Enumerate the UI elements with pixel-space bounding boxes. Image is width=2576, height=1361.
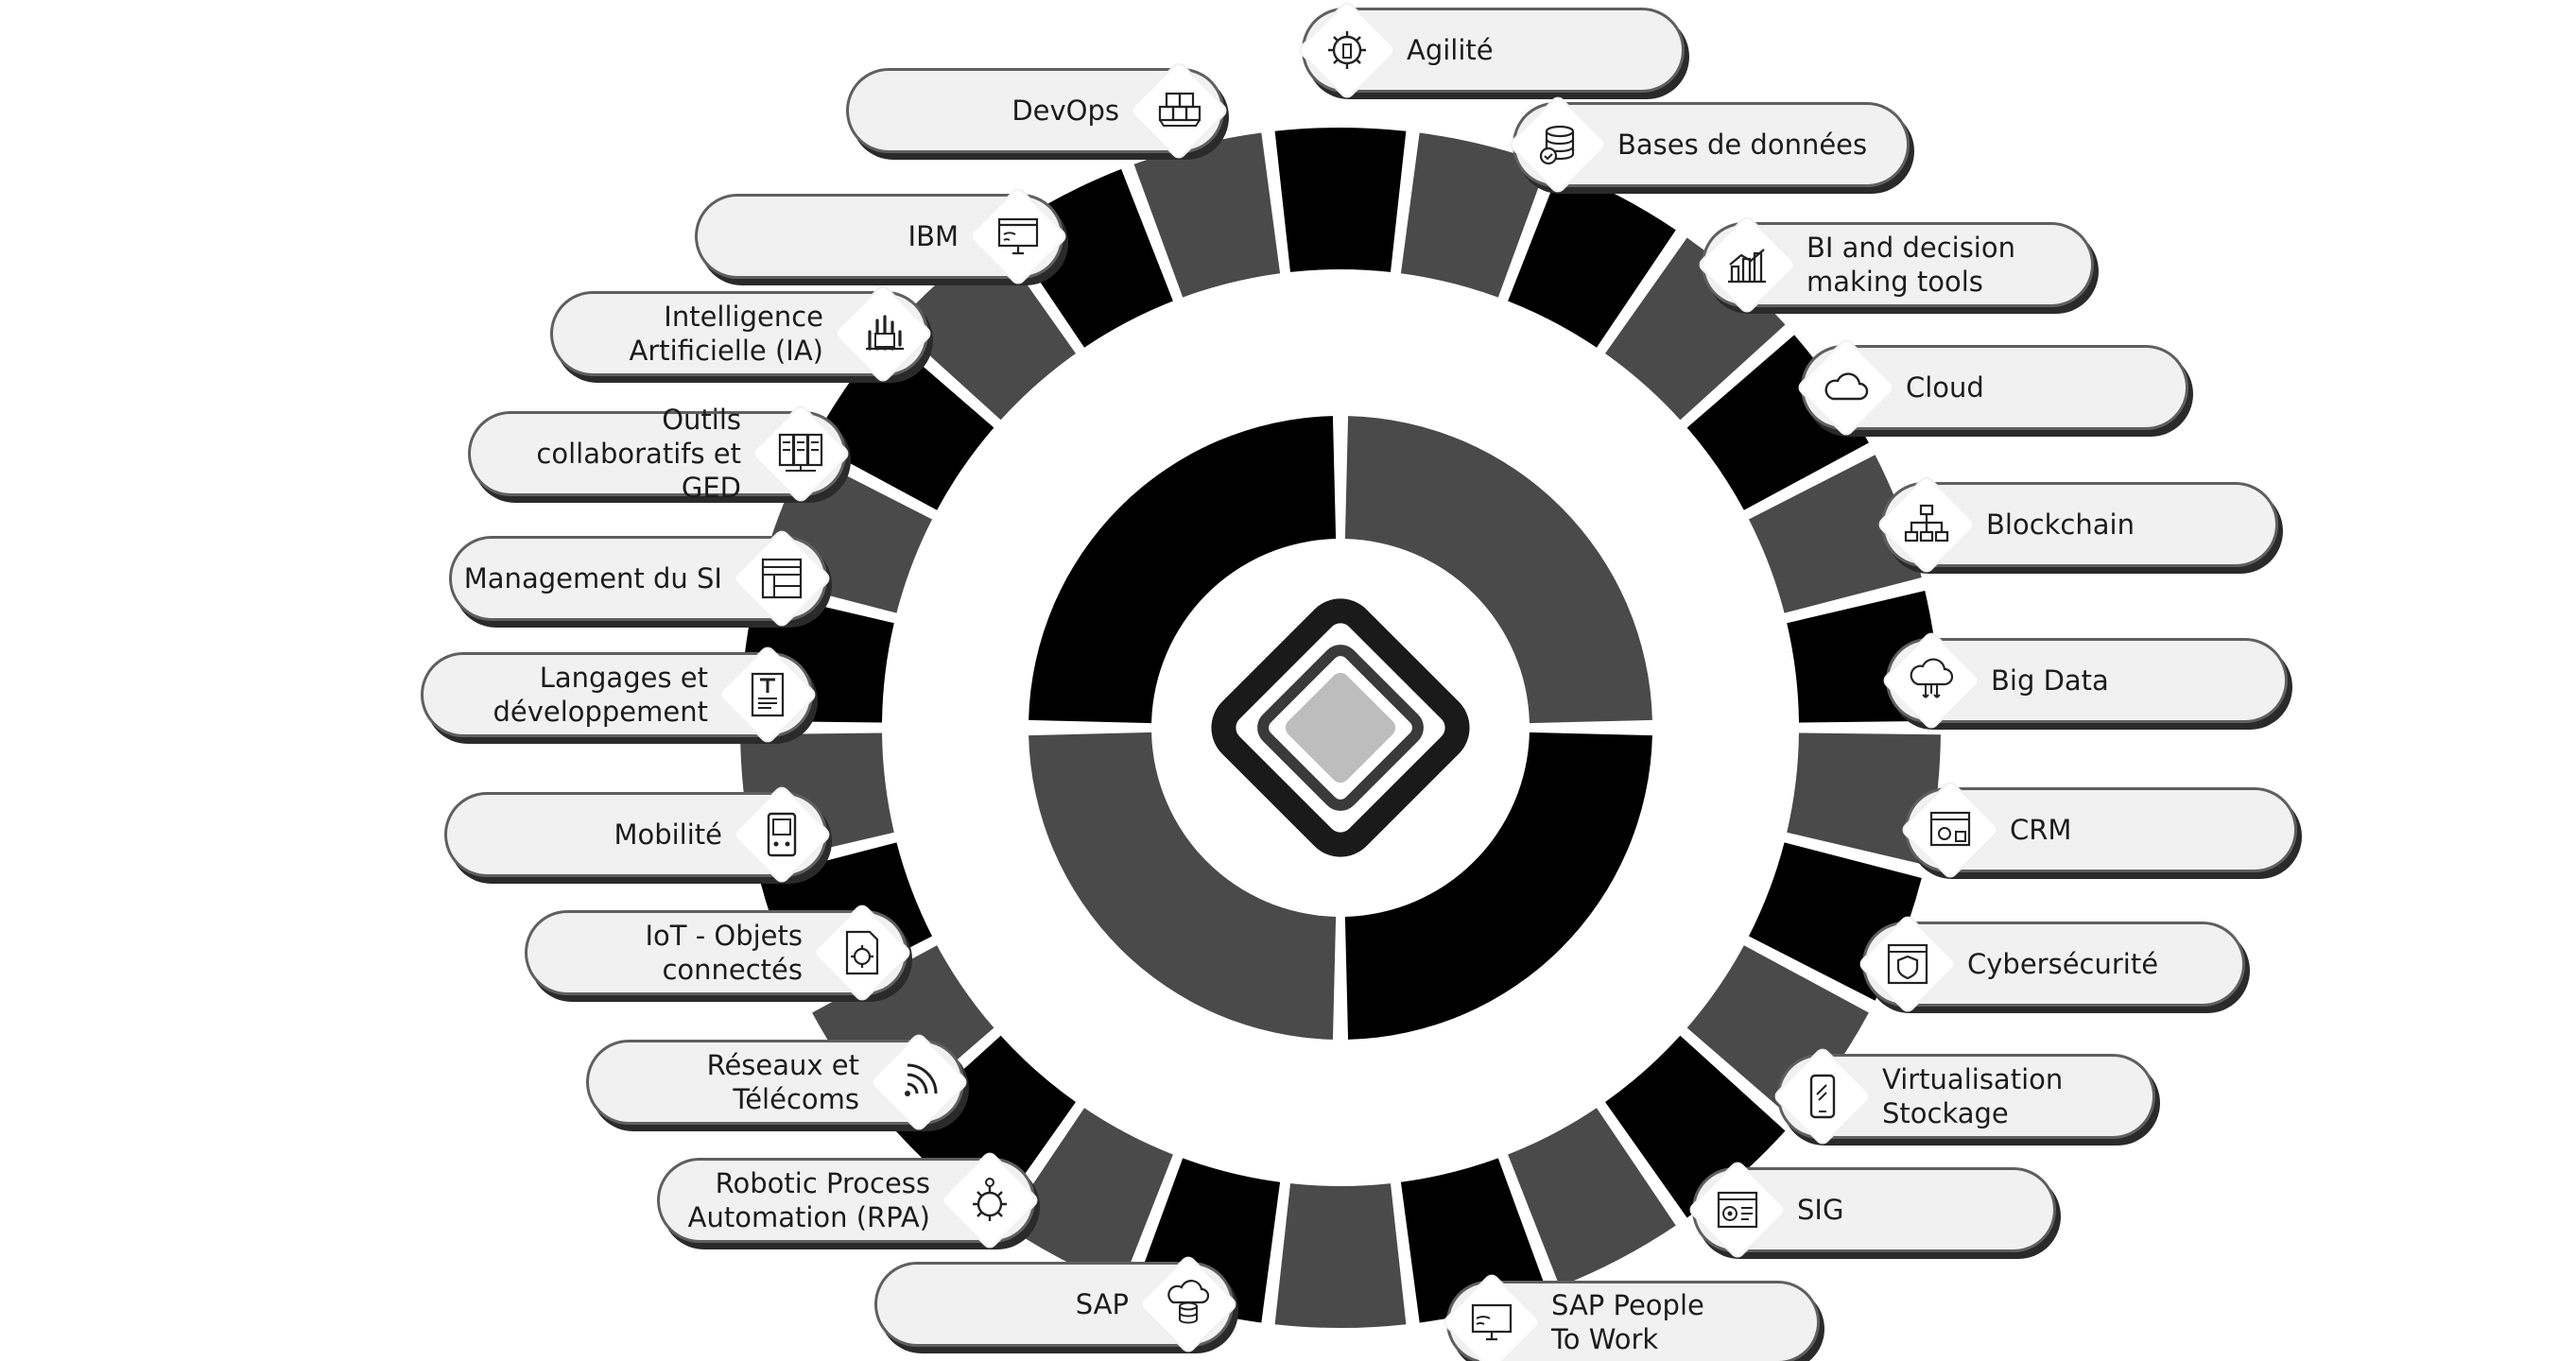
- outer-segment-14: [1274, 1183, 1407, 1328]
- category-label: Big Data: [1991, 663, 2109, 697]
- category-label: Langages et développement: [493, 661, 708, 728]
- browser-gear-icon: [1689, 1162, 1786, 1258]
- cloud-database-icon: [1140, 1256, 1236, 1352]
- category-label: Management du SI: [463, 561, 722, 594]
- category-label: DevOps: [1011, 94, 1119, 127]
- category-label: IoT - Objets connectés: [645, 919, 803, 986]
- category-pill-iot: IoT - Objets connectés: [525, 910, 908, 995]
- inner-segment-4: [1029, 416, 1337, 724]
- server-rack-icon: [752, 405, 849, 502]
- category-label: CRM: [2010, 813, 2072, 846]
- bar-chart-icon: [1699, 216, 1795, 313]
- inner-segment-2: [1344, 732, 1652, 1040]
- inner-segment-3: [1029, 732, 1337, 1040]
- cloud-icon: [1798, 339, 1894, 436]
- category-label: Blockchain: [1986, 508, 2135, 541]
- robot-gear-icon: [942, 1152, 1038, 1249]
- category-label: Agilité: [1407, 33, 1494, 66]
- category-label: Réseaux et Télécoms: [706, 1048, 859, 1115]
- category-label: Intelligence Artificielle (IA): [629, 300, 824, 367]
- category-label: Mobilité: [614, 818, 722, 851]
- cubes-icon: [1131, 62, 1227, 159]
- outer-segment-6: [1748, 455, 1922, 613]
- smartphone-icon: [1774, 1048, 1871, 1145]
- gear-wrench-icon: [1299, 2, 1395, 98]
- logo-frame: [1211, 598, 1470, 857]
- wireless-icon: [871, 1034, 967, 1130]
- handheld-device-icon: [734, 786, 830, 883]
- category-label: Bases de données: [1617, 128, 1868, 161]
- outer-segment-24: [895, 237, 1076, 421]
- category-label: SIG: [1797, 1193, 1844, 1226]
- web-settings-icon: [1902, 782, 1998, 878]
- category-label: IBM: [908, 219, 959, 252]
- logo-core: [1285, 672, 1396, 784]
- cloud-data-icon: [1883, 632, 1980, 729]
- category-label: Robotic Process Automation (RPA): [687, 1166, 930, 1233]
- center-logo: [1211, 598, 1470, 857]
- category-label: BI and decision making tools: [1807, 231, 2015, 298]
- category-label: Outils collaboratifs et GED: [536, 403, 741, 505]
- database-icon: [1510, 96, 1606, 193]
- text-document-icon: [719, 646, 816, 743]
- layout-window-icon: [734, 530, 830, 627]
- outer-segment-2: [1400, 132, 1547, 298]
- robot-hand-icon: [835, 285, 931, 382]
- category-label: SAP People To Work: [1551, 1288, 1704, 1355]
- category-label: Cloud: [1906, 370, 1984, 404]
- outer-segment-12: [1508, 1108, 1676, 1287]
- outer-segment-3: [1508, 168, 1676, 348]
- category-label: SAP: [1075, 1287, 1129, 1320]
- monitor-wireless-icon: [1444, 1274, 1540, 1361]
- outer-segment-8: [1787, 732, 1941, 865]
- monitor-icon: [970, 188, 1066, 284]
- outer-segment-26: [1133, 132, 1281, 298]
- inner-segment-1: [1344, 416, 1652, 724]
- shield-window-icon: [1859, 916, 1956, 1012]
- inner-ring: [1029, 416, 1652, 1040]
- outer-segment-1: [1274, 127, 1407, 272]
- category-label: Virtualisation Stockage: [1882, 1062, 2064, 1129]
- network-tree-icon: [1878, 476, 1975, 573]
- outer-segment-23: [812, 335, 994, 510]
- outer-segment-16: [1005, 1108, 1173, 1287]
- category-label: Cybersécurité: [1967, 947, 2159, 980]
- document-gear-icon: [814, 904, 910, 1001]
